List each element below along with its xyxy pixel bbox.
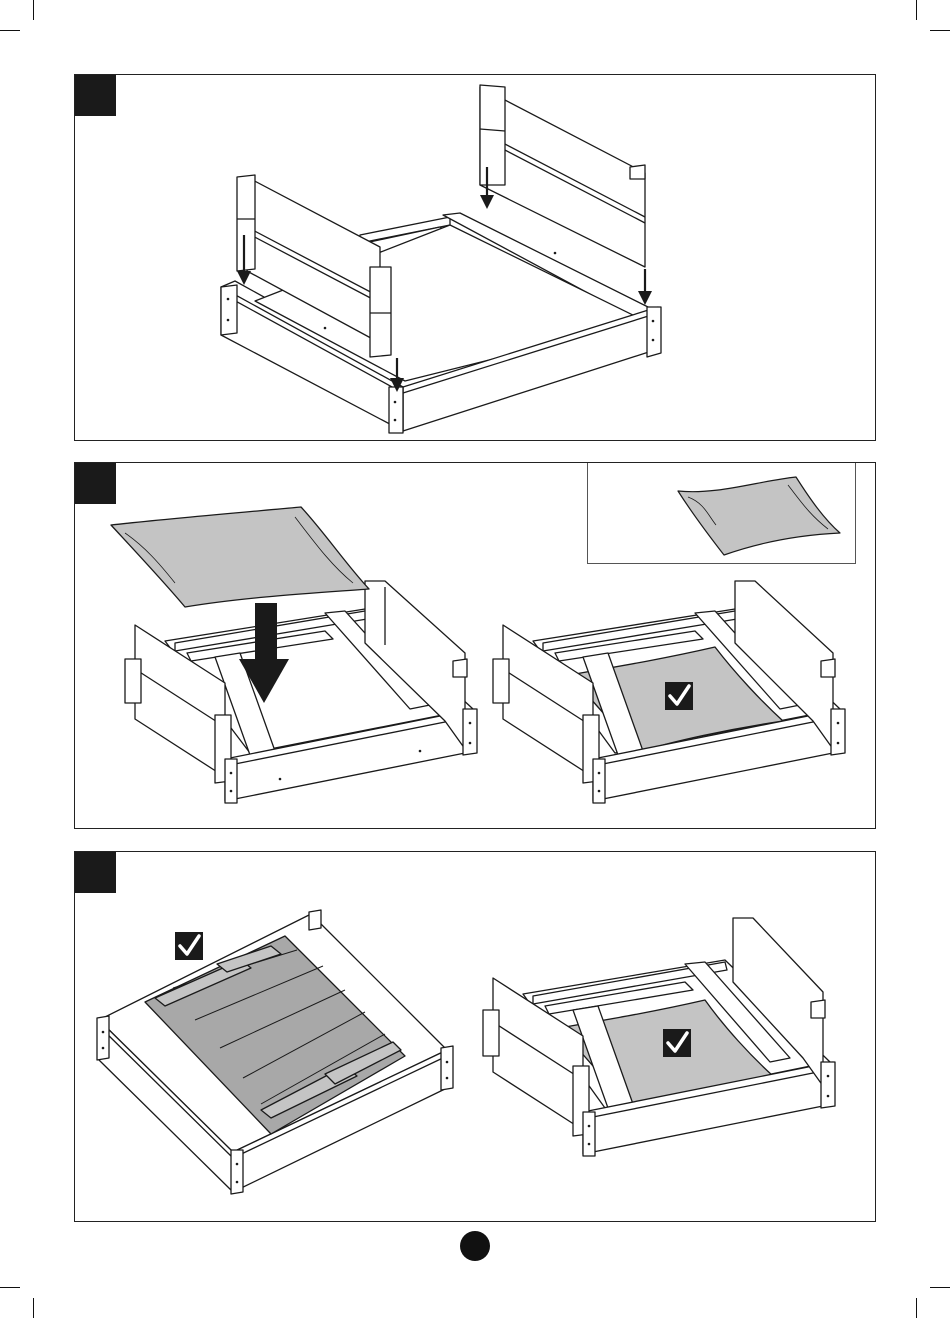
check-mark-icon bbox=[663, 1029, 691, 1057]
illustration-closed-and-open bbox=[75, 852, 877, 1223]
step-panel-3 bbox=[74, 851, 876, 1222]
page-number bbox=[460, 1231, 490, 1261]
crop-mark bbox=[33, 0, 34, 20]
crop-mark bbox=[930, 30, 950, 31]
crop-mark bbox=[916, 0, 917, 20]
crop-mark bbox=[916, 1298, 917, 1318]
crop-mark bbox=[0, 1287, 20, 1288]
check-mark-icon bbox=[175, 932, 203, 960]
crop-mark bbox=[33, 1298, 34, 1318]
illustration-attach-lids bbox=[75, 75, 877, 442]
illustration-lay-cloth bbox=[75, 463, 877, 830]
check-mark-icon bbox=[665, 682, 693, 710]
crop-mark bbox=[0, 30, 20, 31]
crop-mark bbox=[930, 1287, 950, 1288]
step-panel-1 bbox=[74, 74, 876, 441]
step-panel-2 bbox=[74, 462, 876, 829]
